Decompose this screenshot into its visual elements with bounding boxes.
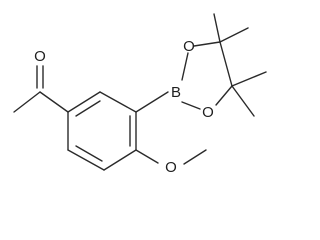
bond-top-methyl-2 (219, 27, 249, 43)
bond-carbon-oxygen-bottom (215, 85, 233, 106)
ring-bond-1 (67, 91, 101, 113)
ring-inner-bond-1 (75, 100, 101, 117)
bond-ring-boron (135, 91, 169, 113)
atom-label-boron: B (171, 84, 181, 101)
bond-ring-methoxy-oxygen (135, 149, 159, 164)
bond-oxygen-top-carbon (193, 41, 221, 47)
atom-label-ring-oxygen-bottom: O (202, 104, 214, 121)
bond-quaternary-carbons (219, 41, 233, 87)
ring-bond-5 (67, 149, 105, 171)
atom-label-ring-oxygen-top: O (183, 38, 195, 55)
atom-label-methoxy-oxygen: O (165, 159, 177, 176)
atom-label-carbonyl-oxygen: O (34, 48, 46, 65)
bond-boron-oxygen-bottom (181, 101, 201, 110)
bond-top-methyl-1 (213, 13, 221, 43)
ring-inner-bond-3 (75, 145, 103, 162)
bond-methyl-carbonyl (13, 91, 41, 113)
bond-boron-oxygen-top (181, 52, 189, 81)
bond-methoxy-oxygen-methyl (183, 149, 207, 165)
bond-lower-methyl-1 (231, 71, 267, 87)
ring-bond-2 (99, 91, 137, 113)
ring-bond-4 (103, 149, 137, 171)
bond-carbonyl-ring (39, 91, 69, 113)
molecule-drawing: O B O O O (13, 13, 267, 176)
structure-canvas: O B O O O (13, 13, 267, 176)
bond-lower-methyl-2 (231, 85, 255, 117)
